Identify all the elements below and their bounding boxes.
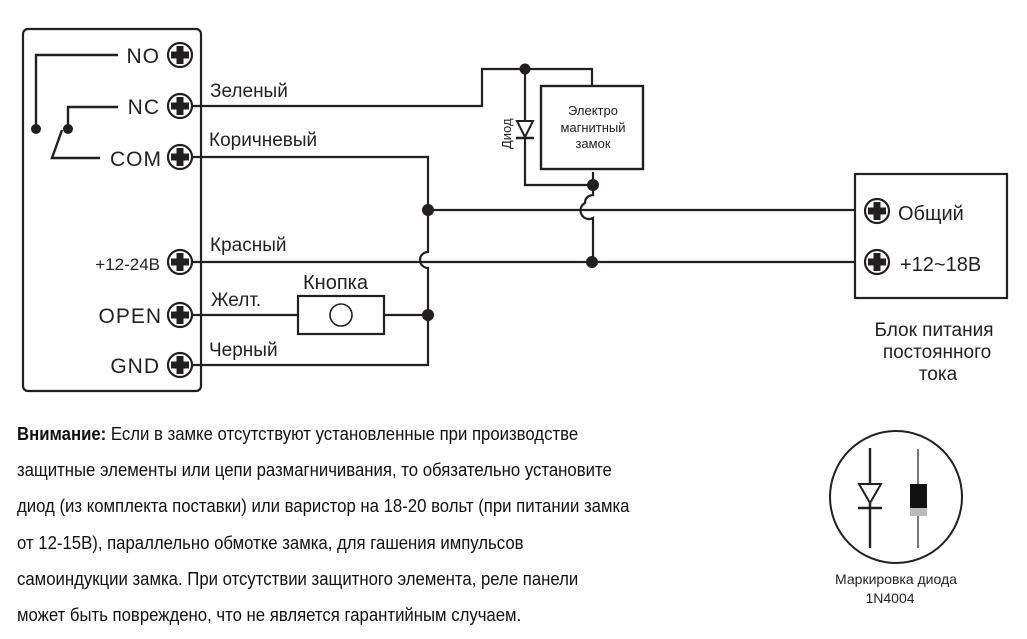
note-line: от 12-15В), параллельно обмотке замка, д… [17,532,524,553]
terminal-label-no: NO [127,45,161,68]
wire-lock-return [579,172,595,262]
terminal-com-screw-icon [166,143,194,171]
lock-label-line2: магнитный [560,120,625,135]
terminal-label-nc: NC [128,96,160,119]
lock-box [539,84,645,171]
terminal-label-power: +12-24В [95,255,160,274]
psu-plus-screw-icon [863,248,891,276]
wire-label-green: Зеленый [210,81,288,102]
note-line: может быть повреждено, что не является г… [17,605,522,626]
psu-terminal-common: Общий [898,203,964,225]
terminal-power-screw-icon [166,248,194,276]
wire-green [192,67,594,108]
wire-brown-path [192,155,430,367]
button-label: Кнопка [303,272,369,294]
note-text: Если в замке отсутствуют установленные п… [106,424,579,444]
terminal-label-gnd: GND [110,355,160,378]
diode-component-icon [910,449,927,548]
button-component [296,294,386,336]
junction-dot [422,309,434,321]
wire-label-black: Черный [209,340,278,361]
terminal-nc-screw-icon [166,92,194,120]
note-line: диод (из комплекта поставки) или варисто… [17,496,630,517]
diode-marking-caption: Маркировка диода [835,571,957,587]
junction-dot [519,63,531,75]
psu-caption-line3: тока [919,364,958,385]
terminal-no-screw-icon [166,41,194,69]
terminal-label-com: COM [110,148,162,171]
terminal-gnd-screw-icon [166,351,194,379]
wire-label-red: Красный [210,235,286,256]
note-line: защитные элементы или цепи размагничиван… [17,460,612,481]
diode-label: Диод [499,118,514,149]
diode-schematic-icon [857,448,883,548]
button-circle-icon [329,303,353,327]
wire-label-brown: Коричневый [209,130,317,151]
psu-caption-line1: Блок питания [874,320,993,341]
warning-note: Внимание: Если в замке отсутствуют устан… [17,416,761,633]
note-line: самоиндукции замка. При отсутствии защит… [17,568,579,589]
relay-contacts [34,53,118,160]
terminal-label-open: OPEN [98,305,162,328]
terminal-open-screw-icon [166,301,194,329]
psu-common-screw-icon [863,197,891,225]
psu-box [853,172,1009,300]
relay-no-contact [31,124,41,134]
lock-label-line3: замок [575,136,610,151]
junction-dot [587,179,599,191]
psu-caption-line2: постоянного [883,342,991,363]
diode-symbol-icon [515,120,535,140]
wire-label-yellow: Желт. [211,290,261,311]
lock-label-line1: Электро [568,103,618,118]
diode-marking-circle [829,430,963,564]
psu-terminal-plus: +12~18В [900,254,981,276]
junction-dot [422,204,434,216]
controller-box [21,27,203,393]
junction-dot [586,256,598,268]
relay-nc-contact [63,124,73,134]
note-line: Внимание: Если в замке отсутствуют устан… [17,416,761,452]
wire-diode-branch [523,69,593,187]
diode-marking-model: 1N4004 [865,590,914,606]
note-heading: Внимание: [17,424,107,444]
